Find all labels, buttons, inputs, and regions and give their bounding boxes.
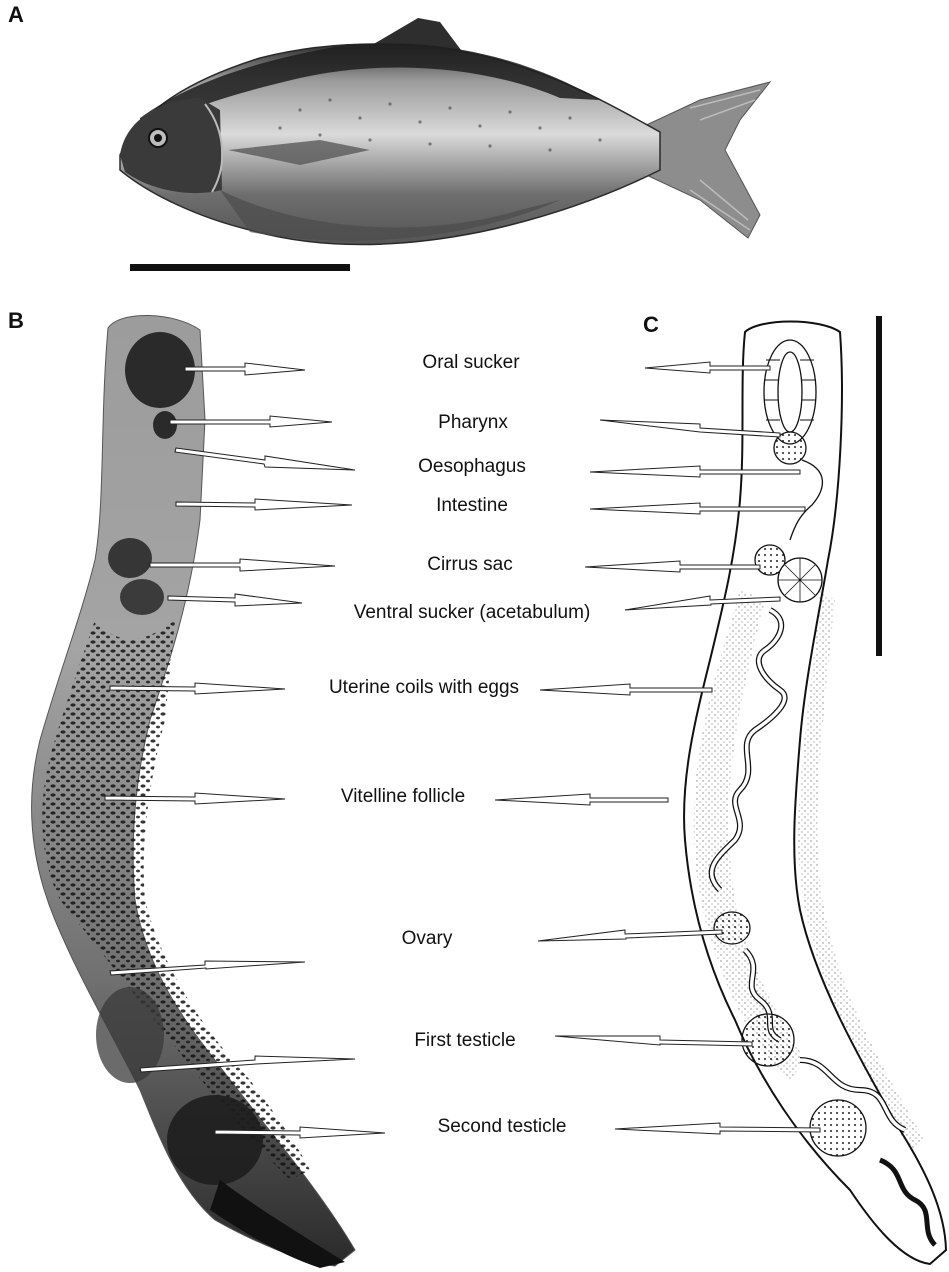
fish-photo: [120, 18, 770, 245]
label-cirrus-sac: Cirrus sac: [427, 554, 513, 576]
scale-bar-a: [130, 264, 350, 271]
worm-photo: [32, 315, 355, 1268]
scale-bar-c: [876, 316, 882, 656]
arrow-b-ventral-sucker: [168, 594, 302, 606]
arrow-c-uterine-coils: [540, 684, 712, 695]
label-vitelline-follicle: Vitelline follicle: [341, 786, 465, 808]
arrow-c-first-testicle: [555, 1036, 752, 1046]
panel-letter-b: B: [8, 308, 24, 334]
label-intestine: Intestine: [436, 495, 508, 517]
label-second-testicle: Second testicle: [438, 1116, 567, 1138]
label-oral-sucker: Oral sucker: [422, 352, 519, 374]
arrow-b-oral-sucker: [185, 363, 305, 375]
label-uterine-coils: Uterine coils with eggs: [329, 677, 519, 699]
label-pharynx: Pharynx: [438, 412, 508, 434]
label-ventral-sucker: Ventral sucker (acetabulum): [354, 602, 591, 624]
arrow-c-ovary: [538, 930, 722, 941]
label-first-testicle: First testicle: [414, 1030, 515, 1052]
arrow-c-second-testicle: [615, 1123, 820, 1134]
arrow-b-intestine: [176, 499, 352, 510]
arrow-c-vitelline: [495, 794, 668, 805]
panel-letter-a: A: [8, 2, 24, 28]
label-ovary: Ovary: [402, 928, 453, 950]
panel-letter-c: C: [643, 312, 659, 338]
label-oesophagus: Oesophagus: [418, 456, 526, 478]
